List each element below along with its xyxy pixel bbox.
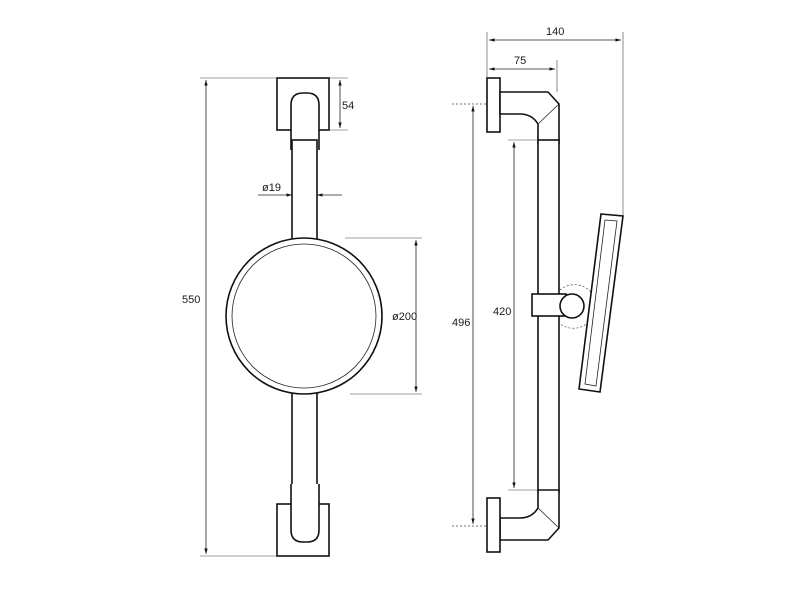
dim-200-label: ø200 — [392, 311, 417, 323]
front-top-bracket-curve — [290, 92, 320, 150]
front-bottom-bracket-curve — [290, 484, 320, 543]
side-top-flange — [486, 77, 501, 133]
front-lower-bar — [291, 391, 318, 493]
side-pivot-joint — [559, 293, 585, 319]
dim-140-label: 140 — [546, 26, 564, 38]
side-bottom-arm-edge — [537, 507, 560, 529]
side-bottom-flange — [486, 497, 501, 553]
mirror-outer-ring — [225, 237, 383, 395]
dim-550-label: 550 — [182, 294, 200, 306]
rotation-indicator-bottom — [557, 317, 593, 329]
mirror-inner-ring — [231, 243, 377, 389]
side-top-arm-edge — [537, 103, 560, 125]
front-upper-bar — [291, 139, 318, 241]
front-view: 550 54 ø19 ø200 — [182, 77, 422, 557]
dim-496-label: 496 — [452, 317, 470, 329]
dim-420-label: 420 — [493, 306, 511, 318]
dim-75-label: 75 — [514, 55, 526, 67]
dim-54-label: 54 — [342, 100, 354, 112]
dim-19-label: ø19 — [262, 182, 281, 194]
side-view: 140 75 496 420 — [452, 26, 624, 553]
side-mirror-inner — [584, 219, 618, 387]
side-mirror-edge — [578, 213, 624, 393]
side-top-arm — [499, 91, 560, 144]
side-bottom-arm — [499, 489, 560, 541]
